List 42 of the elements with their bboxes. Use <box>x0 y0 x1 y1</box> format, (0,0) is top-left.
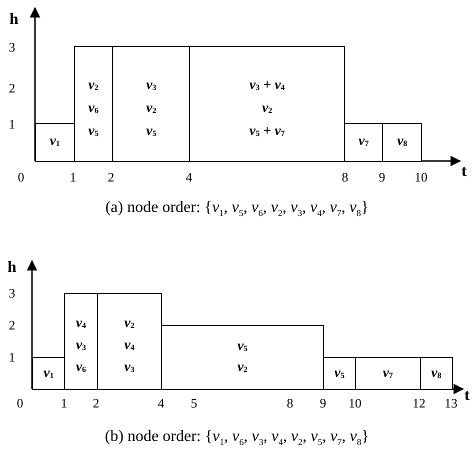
tick-label: 2 <box>8 318 16 332</box>
tick-label: 10 <box>348 396 362 410</box>
axis-title: t <box>464 388 470 404</box>
figure-caption: (a) node order: {v$_{1}$, v$_{5}$, v$_{6}$, v$_{2}$, v$_{3}$, v$_{4}$, v$_{7}$, v$_{8}$} <box>105 200 369 218</box>
time-block <box>96 293 162 390</box>
tick-label: 1 <box>70 170 76 184</box>
time-block <box>382 122 422 162</box>
tick-label: 2 <box>92 396 100 410</box>
time-block <box>420 357 453 390</box>
tick-label: 0 <box>16 396 24 410</box>
tick-label: 1 <box>8 118 16 130</box>
tick-label: 8 <box>286 396 294 410</box>
tick-label: 10 <box>414 170 428 184</box>
time-block <box>74 46 114 162</box>
tick-label: 3 <box>8 286 16 300</box>
tick-label: 4 <box>186 170 192 184</box>
tick-label: 12 <box>412 396 426 410</box>
tick-label: 2 <box>108 170 114 184</box>
time-block <box>161 325 324 390</box>
axis-title: h <box>10 12 18 28</box>
time-block <box>64 293 98 390</box>
time-block <box>32 357 66 390</box>
axis-title: t <box>461 164 467 180</box>
time-block <box>344 122 384 162</box>
time-block <box>35 122 75 162</box>
tick-label: 4 <box>158 396 164 410</box>
tick-label: 0 <box>18 170 24 184</box>
time-block <box>112 46 190 162</box>
tick-label: 1 <box>8 350 16 364</box>
figure-caption: (b) node order: {v$_{1}$, v$_{6}$, v$_{3}$, v$_{4}$, v$_{2}$, v$_{5}$, v$_{7}$, v$_{8}$} <box>104 428 370 448</box>
tick-label: 13 <box>444 396 458 410</box>
axis-title: h <box>8 260 16 276</box>
tick-label: 9 <box>378 170 386 184</box>
tick-label: 8 <box>342 170 348 184</box>
tick-label: 9 <box>320 396 326 410</box>
time-block <box>355 357 421 390</box>
time-block <box>189 46 345 162</box>
tick-label: 5 <box>190 396 198 410</box>
tick-label: 1 <box>60 396 68 410</box>
tick-label: 3 <box>8 40 16 54</box>
time-block <box>322 357 356 390</box>
tick-label: 2 <box>8 82 16 94</box>
